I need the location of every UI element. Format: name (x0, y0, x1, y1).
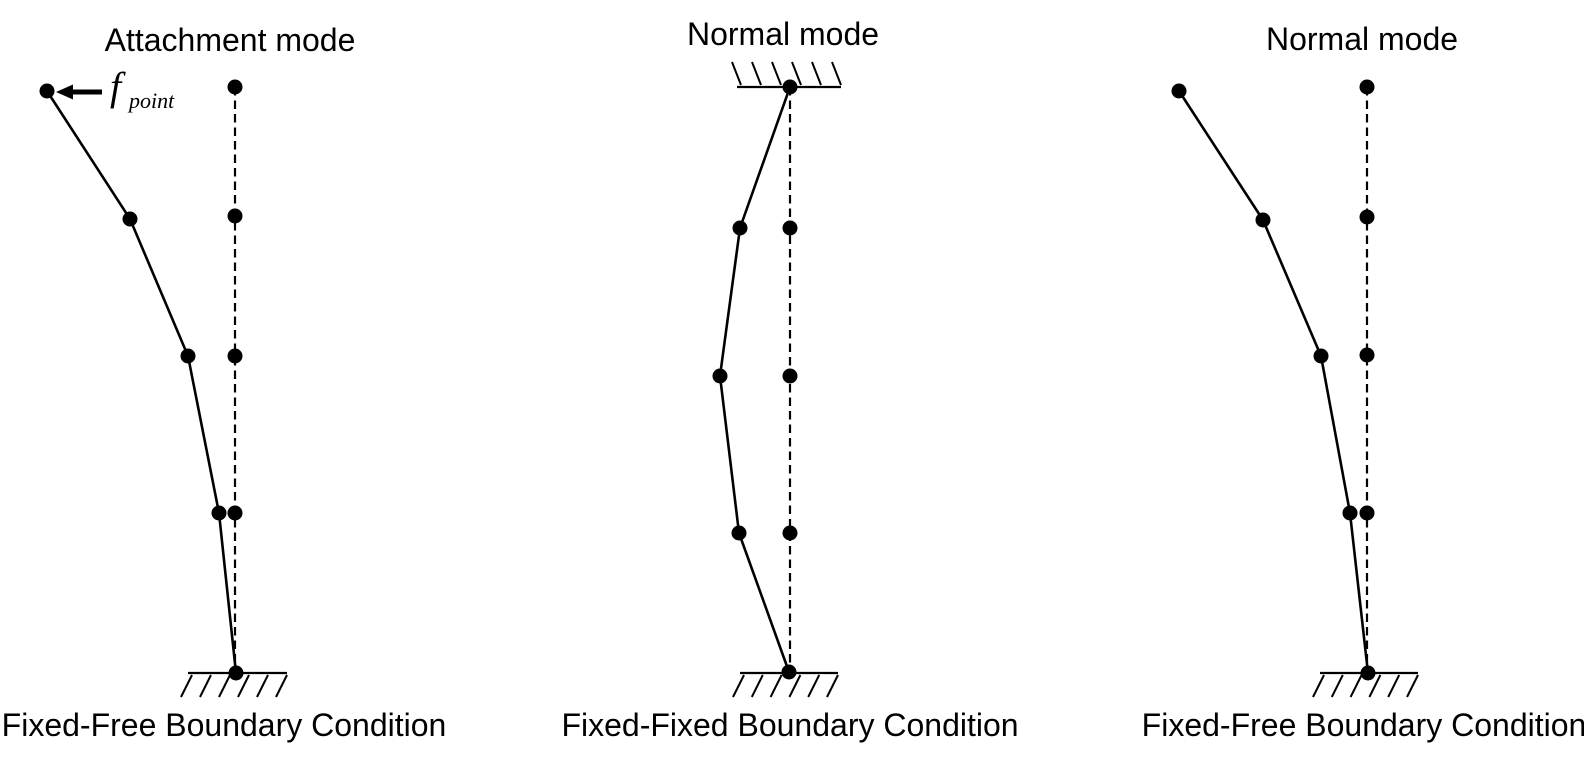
mode-node-dot (122, 211, 138, 227)
panel-normal-mode-fixed-free: Normal mode Fixed-Free Boundary Conditio… (1142, 21, 1584, 743)
reference-node-dot (227, 348, 243, 364)
panel-title: Normal mode (1266, 21, 1458, 57)
panel-title: Attachment mode (105, 22, 356, 58)
ground-hatch-stroke (1312, 674, 1325, 698)
ground-hatch-stroke (791, 61, 802, 86)
mode-node-dot (732, 220, 748, 236)
reference-node-dot (1359, 209, 1375, 225)
ground-hatch-stroke (751, 61, 762, 86)
mode-node-dot (1171, 83, 1187, 99)
ground-hatch-stroke (218, 674, 231, 698)
ground-hatch-stroke (771, 61, 782, 86)
mode-node-dot (211, 505, 227, 521)
ground-hatch-stroke (1368, 674, 1382, 698)
ground-hatch-stroke (826, 674, 839, 698)
normal-mode-fixed-free-shape (1171, 79, 1419, 698)
panel-title: Normal mode (687, 16, 879, 52)
ground-hatch-stroke (1406, 674, 1419, 698)
panel-caption: Fixed-Fixed Boundary Condition (561, 707, 1018, 743)
ground-hatch-stroke (750, 674, 764, 698)
ground-hatch-stroke (237, 674, 250, 698)
ground-hatch-stroke (1349, 674, 1363, 698)
reference-node-dot (227, 505, 243, 521)
mode-node-dot (180, 348, 196, 364)
normal-mode-fixed-fixed-shape (712, 61, 842, 698)
mode-node-dot (1360, 665, 1376, 681)
mode-node-dot (781, 664, 797, 680)
reference-node-dot (227, 208, 243, 224)
ground-hatch-stroke (831, 61, 842, 86)
reference-node-dot (782, 220, 798, 236)
ground-hatch-stroke (1387, 674, 1401, 698)
attachment-mode-shape (39, 79, 288, 698)
mode-node-dot (1313, 348, 1329, 364)
mode-node-dot (228, 665, 244, 681)
ground-hatch-stroke (275, 674, 288, 698)
ground-hatch-stroke (807, 674, 821, 698)
mode-node-dot (39, 83, 55, 99)
mode-node-dot (782, 79, 798, 95)
reference-node-dot (1359, 505, 1375, 521)
ground-hatch-stroke (769, 674, 783, 698)
mode-node-dot (712, 368, 728, 384)
ground-hatch-stroke (788, 674, 802, 698)
ground-hatch-stroke (732, 674, 745, 698)
force-arrow-head (56, 84, 73, 100)
ground-hatch-stroke (1330, 674, 1344, 698)
reference-node-dot (227, 79, 243, 95)
panel-caption: Fixed-Free Boundary Condition (1142, 707, 1584, 743)
reference-node-dot (1359, 347, 1375, 363)
force-label-symbol: f (110, 64, 126, 109)
mode-node-dot (1255, 212, 1271, 228)
mode-shape-polyline (45, 90, 238, 674)
reference-node-dot (1359, 79, 1375, 95)
mode-shape-polyline (1177, 90, 1370, 674)
force-label-subscript: point (127, 88, 175, 113)
ground-hatch-stroke (256, 674, 269, 698)
ground-hatch-stroke (731, 61, 742, 86)
ground-hatch-stroke (199, 674, 212, 698)
reference-node-dot (782, 525, 798, 541)
mode-node-dot (1342, 505, 1358, 521)
panel-normal-mode-fixed-fixed: Normal mode Fixed-Fixed Boundary Conditi… (561, 16, 1018, 743)
panel-caption: Fixed-Free Boundary Condition (2, 707, 447, 743)
mode-node-dot (731, 525, 747, 541)
mode-shape-polyline (718, 86, 792, 673)
ground-hatch-stroke (180, 674, 193, 698)
reference-node-dot (782, 368, 798, 384)
panel-attachment-mode-fixed-free: Attachment mode f point Fixed-Free Bound… (2, 22, 447, 743)
ground-hatch-stroke (811, 61, 822, 86)
